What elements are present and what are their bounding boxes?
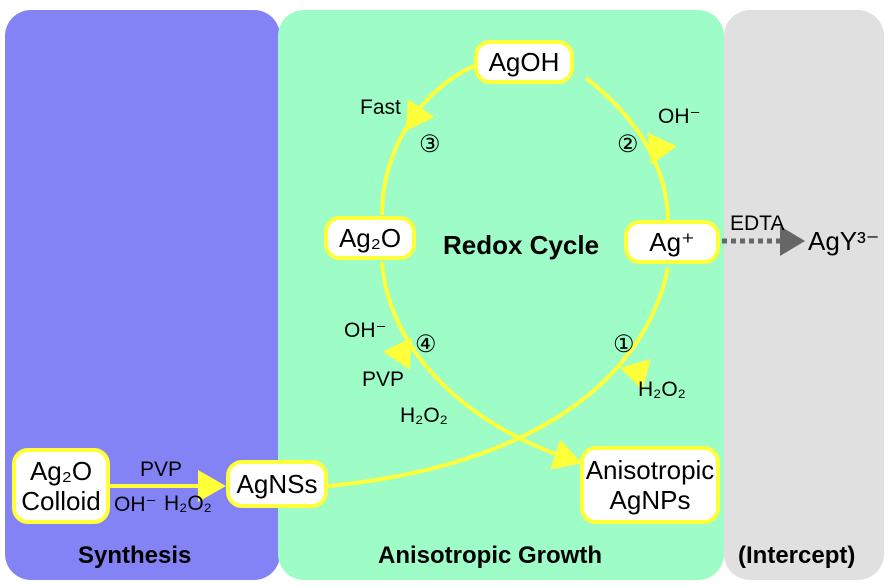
- arrow-step2-head: [647, 132, 677, 165]
- step-3-number: ③: [419, 130, 441, 158]
- arrow-step3-head: [405, 99, 435, 132]
- node-ag-ion-label: Ag⁺: [649, 227, 695, 257]
- node-anisotropic-line1: Anisotropic: [585, 455, 715, 485]
- arrow-step1-head: [619, 359, 651, 391]
- synthesis-title: Synthesis: [78, 542, 192, 569]
- label-synth-h2o2: H₂O₂: [164, 492, 212, 515]
- step-4-number: ④: [415, 330, 437, 358]
- node-anisotropic-agnps: Anisotropic AgNPs: [580, 446, 720, 524]
- intercept-panel: [724, 10, 884, 580]
- node-agoh: AgOH: [474, 40, 574, 84]
- node-ag-ion: Ag⁺: [624, 220, 720, 264]
- arrow-step4-head: [382, 337, 412, 370]
- node-colloid-line2: Colloid: [21, 486, 101, 516]
- node-agnss: AgNSs: [226, 460, 328, 508]
- intercept-title: (Intercept): [738, 542, 856, 569]
- label-agy: AgY³⁻: [808, 226, 880, 256]
- arrow-step4: [380, 261, 582, 470]
- label-pvp-step4: PVP: [362, 368, 405, 391]
- label-edta: EDTA: [730, 212, 785, 235]
- node-agnss-label: AgNSs: [236, 469, 318, 499]
- label-oh-step4: OH⁻: [344, 319, 387, 342]
- node-colloid-line1: Ag₂O: [29, 456, 93, 486]
- node-agoh-label: AgOH: [488, 47, 560, 77]
- redox-cycle-label: Redox Cycle: [443, 230, 600, 260]
- label-h2o2-step4: H₂O₂: [400, 404, 448, 427]
- anisotropic-growth-title: Anisotropic Growth: [378, 542, 602, 569]
- node-ag2o-label: Ag₂O: [338, 223, 402, 253]
- node-anisotropic-line2: AgNPs: [609, 485, 691, 515]
- label-synth-pvp: PVP: [140, 458, 183, 481]
- node-ag2o-colloid: Ag₂O Colloid: [12, 448, 110, 524]
- arrow-step2: [584, 76, 670, 223]
- label-h2o2-step1: H₂O₂: [638, 378, 686, 401]
- label-fast: Fast: [360, 96, 401, 119]
- step-2-number: ②: [617, 130, 639, 158]
- step-1-number: ①: [613, 330, 635, 358]
- arrow-step1: [327, 267, 670, 488]
- label-synth-oh: OH⁻: [114, 493, 157, 516]
- node-ag2o: Ag₂O: [324, 216, 416, 260]
- label-oh-step2: OH⁻: [658, 105, 701, 128]
